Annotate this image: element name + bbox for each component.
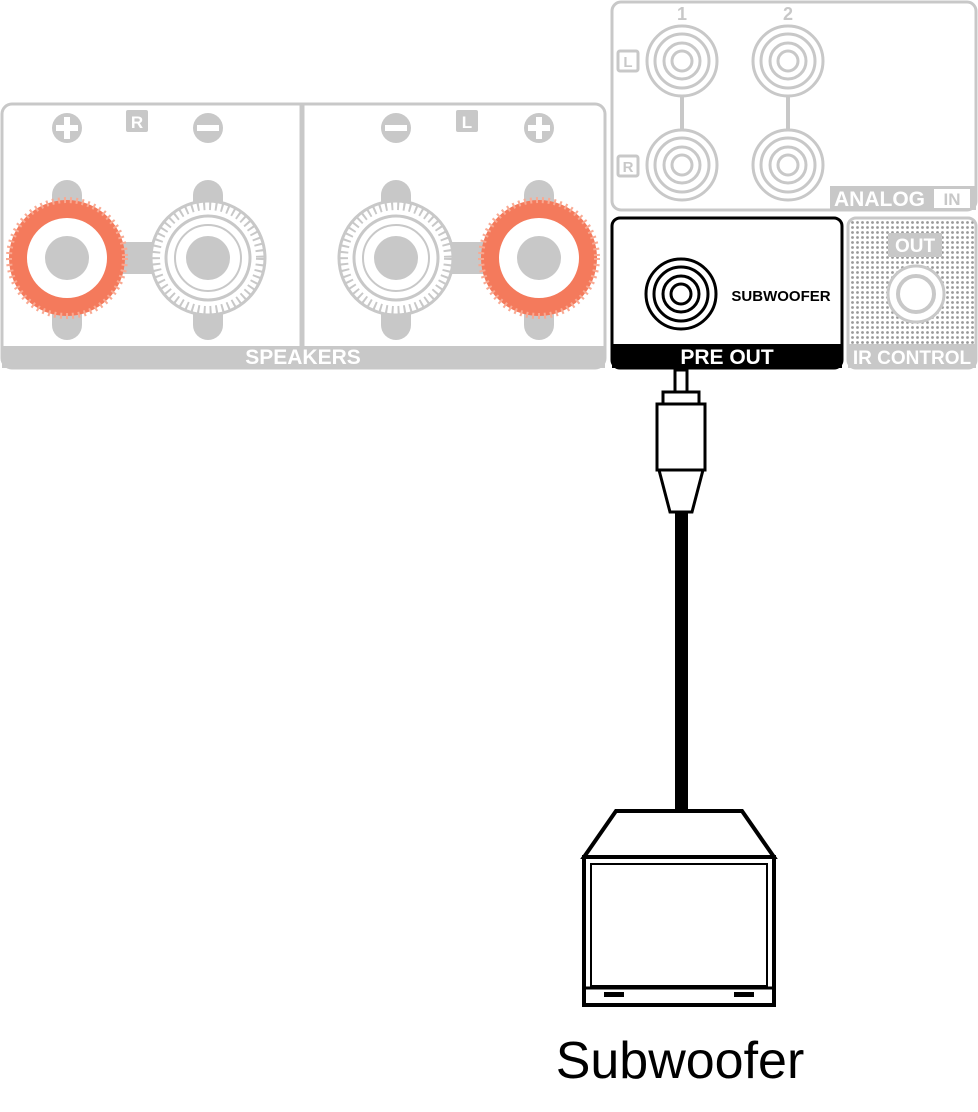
svg-text:R: R [623, 159, 634, 176]
l-channel-badge: L [456, 110, 478, 132]
plus-icon [52, 113, 82, 143]
r-channel-badge: R [126, 110, 148, 132]
rca-jack-2-r[interactable] [751, 128, 825, 202]
rca-jack-1-r[interactable] [645, 128, 719, 202]
analog-in-label: ANALOG [834, 188, 925, 211]
analog-in-panel: 1 2 L R [610, 0, 978, 212]
subwoofer-jack-label: SUBWOOFER [731, 288, 830, 305]
analog-row-l-badge: L [616, 49, 640, 73]
rca-jack-1-l[interactable] [645, 24, 719, 98]
speakers-panel: SPEAKERS R L [0, 102, 607, 370]
rca-plug [655, 368, 707, 514]
speaker-terminal-r-minus[interactable] [149, 180, 267, 340]
ir-control-label: IR CONTROL [853, 348, 972, 369]
pre-out-panel: PRE OUT SUBWOOFER [610, 216, 844, 370]
subwoofer-cable [675, 512, 688, 812]
svg-text:L: L [462, 113, 472, 132]
speakers-label: SPEAKERS [245, 346, 361, 369]
subwoofer-speaker-icon [580, 809, 778, 1007]
subwoofer-jack[interactable] [644, 257, 718, 331]
svg-text:R: R [131, 113, 143, 132]
minus-icon [381, 113, 411, 143]
ir-out-label: OUT [895, 236, 936, 257]
analog-in-suffix: IN [944, 190, 961, 209]
speaker-terminal-l-minus[interactable] [337, 180, 455, 340]
pre-out-label: PRE OUT [680, 346, 774, 369]
analog-row-r-badge: R [616, 154, 640, 178]
plus-icon [524, 113, 554, 143]
analog-col-1-label: 1 [677, 4, 687, 24]
rca-jack-2-l[interactable] [751, 24, 825, 98]
speaker-terminal-r-plus[interactable] [6, 180, 128, 340]
minus-icon [193, 113, 223, 143]
subwoofer-caption: Subwoofer [556, 1032, 805, 1090]
ir-out-jack[interactable] [886, 264, 946, 324]
speaker-terminal-l-plus[interactable] [478, 180, 600, 340]
ir-control-panel: IR CONTROL OUT [846, 216, 978, 370]
analog-col-2-label: 2 [783, 4, 793, 24]
svg-text:L: L [623, 54, 632, 71]
